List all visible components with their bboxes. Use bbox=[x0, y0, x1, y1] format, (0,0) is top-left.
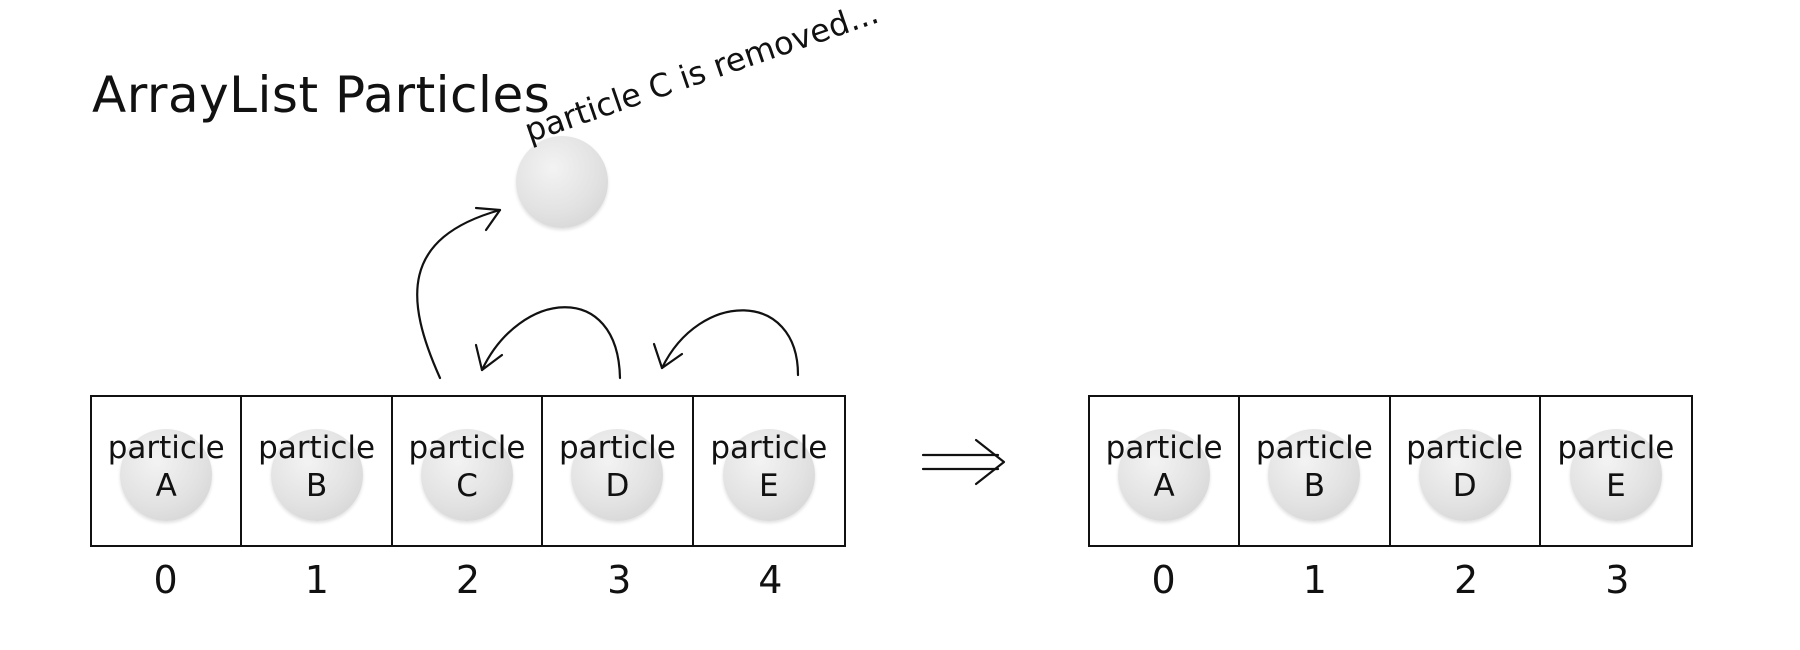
array-after: particle A particle B particle D particl… bbox=[1088, 395, 1693, 547]
array-index: 4 bbox=[758, 558, 783, 602]
index-row-before: 0 1 2 3 4 bbox=[90, 555, 846, 605]
shift-arrow-d-icon bbox=[474, 306, 622, 380]
particle-ball bbox=[1118, 429, 1211, 521]
cell-word: particle bbox=[107, 430, 225, 466]
cell-word: particle bbox=[1105, 430, 1223, 466]
index-row-after: 0 1 2 3 bbox=[1088, 555, 1693, 605]
cell-letter: D bbox=[605, 468, 630, 504]
cell-letter: A bbox=[155, 468, 177, 504]
cell-letter: B bbox=[1303, 468, 1326, 504]
array-cell: particle B bbox=[1240, 397, 1391, 545]
removed-caption: particle C is removed... bbox=[519, 0, 884, 150]
array-index: 2 bbox=[455, 558, 481, 602]
particle-ball bbox=[1569, 429, 1662, 521]
array-cell: particle E bbox=[1541, 397, 1691, 545]
cell-letter: C bbox=[456, 468, 478, 504]
particle-ball bbox=[1418, 429, 1511, 521]
cell-letter: D bbox=[1452, 468, 1477, 504]
array-index: 0 bbox=[1151, 558, 1176, 602]
cell-word: particle bbox=[258, 430, 376, 466]
removal-arrow-icon bbox=[416, 206, 502, 380]
array-index: 0 bbox=[153, 558, 178, 602]
removed-particle bbox=[516, 136, 608, 228]
shift-arrow-e-icon bbox=[652, 309, 800, 377]
cell-word: particle bbox=[558, 430, 676, 466]
array-cell: particle C bbox=[393, 397, 544, 545]
cell-word: particle bbox=[1557, 430, 1675, 466]
particle-ball bbox=[120, 429, 213, 521]
array-index: 3 bbox=[1605, 558, 1630, 602]
particle-ball bbox=[270, 429, 363, 521]
diagram-title: ArrayList Particles bbox=[92, 66, 551, 124]
array-index: 1 bbox=[304, 558, 329, 602]
cell-word: particle bbox=[408, 430, 526, 466]
array-index: 3 bbox=[607, 558, 632, 602]
cell-letter: A bbox=[1153, 468, 1175, 504]
cell-letter: E bbox=[759, 468, 779, 504]
array-cell: particle B bbox=[242, 397, 393, 545]
particle-ball bbox=[421, 429, 514, 521]
array-index: 1 bbox=[1302, 558, 1327, 602]
particle-ball bbox=[1268, 429, 1361, 521]
cell-word: particle bbox=[1406, 430, 1524, 466]
array-index: 2 bbox=[1454, 558, 1479, 602]
cell-letter: E bbox=[1606, 468, 1626, 504]
array-cell: particle A bbox=[1090, 397, 1241, 545]
cell-word: particle bbox=[1255, 430, 1373, 466]
double-arrow-right-icon bbox=[921, 438, 1006, 486]
array-before: particle A particle B particle C particl… bbox=[90, 395, 846, 547]
array-cell: particle A bbox=[92, 397, 243, 545]
array-cell: particle D bbox=[543, 397, 694, 545]
particle-ball bbox=[722, 429, 815, 521]
cell-letter: B bbox=[305, 468, 328, 504]
cell-word: particle bbox=[710, 430, 828, 466]
array-cell: particle E bbox=[694, 397, 844, 545]
array-cell: particle D bbox=[1391, 397, 1541, 545]
particle-ball bbox=[571, 429, 664, 521]
